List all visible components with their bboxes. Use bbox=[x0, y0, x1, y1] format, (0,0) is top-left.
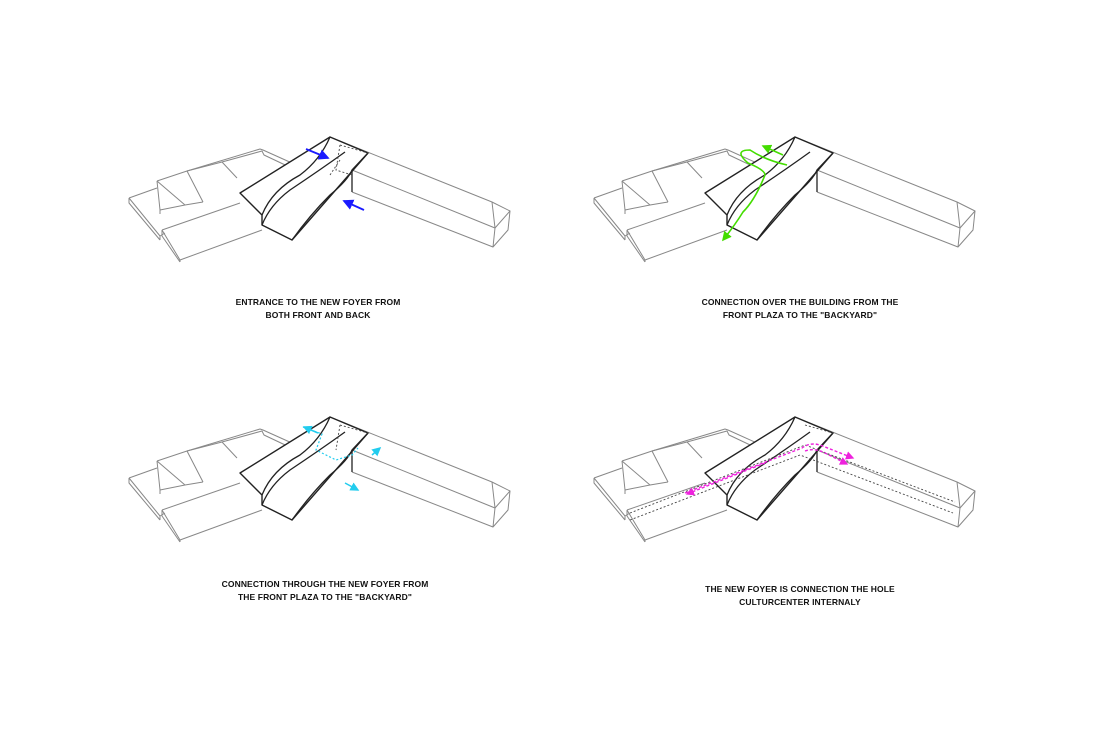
entry-arrow-back bbox=[342, 199, 365, 211]
back-arrow bbox=[344, 482, 360, 491]
over-path-arrow bbox=[722, 149, 788, 242]
caption-line: CONNECTION THROUGH THE NEW FOYER FROM bbox=[221, 579, 429, 589]
caption-line: CULTURCENTER INTERNALY bbox=[739, 597, 861, 607]
side-arrow bbox=[371, 447, 382, 457]
caption-panel-4: THE NEW FOYER IS CONNECTION THE HOLE CUL… bbox=[620, 583, 980, 609]
caption-line: CONNECTION OVER THE BUILDING FROM THE bbox=[701, 297, 899, 307]
caption-panel-3: CONNECTION THROUGH THE NEW FOYER FROM TH… bbox=[145, 578, 505, 604]
internal-arrow-left bbox=[685, 462, 766, 496]
top-arrow bbox=[761, 144, 784, 156]
panel-3-building bbox=[128, 416, 511, 543]
caption-panel-1: ENTRANCE TO THE NEW FOYER FROM BOTH FRON… bbox=[138, 296, 498, 322]
caption-line: FRONT PLAZA TO THE "BACKYARD" bbox=[722, 310, 878, 320]
panel-2-building bbox=[593, 136, 976, 263]
caption-line: ENTRANCE TO THE NEW FOYER FROM bbox=[235, 297, 401, 307]
caption-line: THE NEW FOYER IS CONNECTION THE HOLE bbox=[705, 584, 895, 594]
internal-arrow-right-2 bbox=[804, 449, 849, 465]
panel-4-building bbox=[593, 416, 976, 543]
front-arrow bbox=[302, 425, 319, 435]
caption-line: BOTH FRONT AND BACK bbox=[265, 310, 371, 320]
entry-arrow-front bbox=[305, 148, 330, 160]
caption-panel-2: CONNECTION OVER THE BUILDING FROM THE FR… bbox=[620, 296, 980, 322]
panel-1-building bbox=[128, 136, 511, 263]
internal-arrow-right-1 bbox=[684, 443, 855, 494]
caption-line: THE FRONT PLAZA TO THE "BACKYARD" bbox=[238, 592, 412, 602]
